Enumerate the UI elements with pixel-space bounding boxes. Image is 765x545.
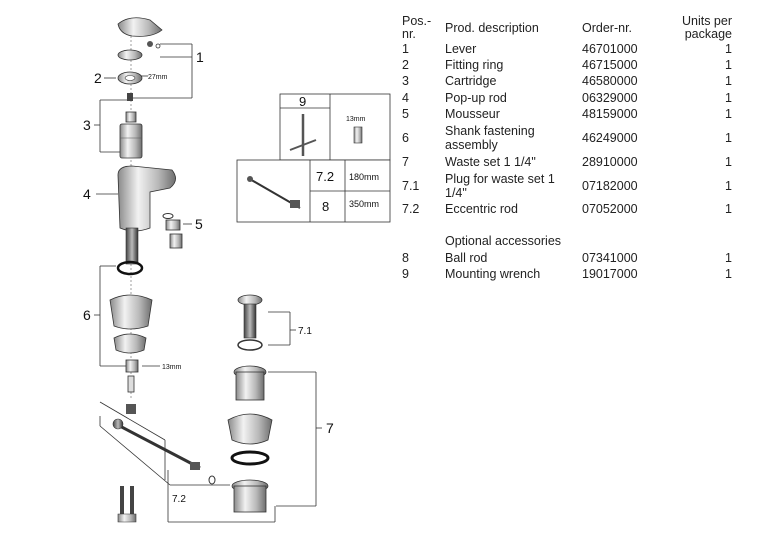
inset-wrench-number: 9	[299, 94, 306, 109]
callout-7: 7	[326, 420, 334, 436]
cell-order: 07182000	[582, 178, 638, 193]
callout-1: 1	[196, 49, 204, 65]
table-row: 6 Shank fastening assembly 46249000 1	[402, 123, 732, 154]
table-row: 2 Fitting ring 46715000 1	[402, 57, 732, 73]
faucet-body-part	[117, 165, 176, 265]
cell-order: 19017000	[582, 267, 638, 282]
cell-pos: 7.2	[402, 202, 420, 217]
mousseur-part	[162, 213, 183, 249]
cell-pos: 6	[402, 131, 409, 146]
parts-table: Pos.- nr. Prod. description Order-nr. Un…	[402, 15, 732, 283]
cell-desc: Mousseur	[445, 107, 500, 122]
cell-order: 46249000	[582, 131, 638, 146]
table-row: 8 Ball rod 07341000 1	[402, 250, 732, 266]
table-row: 7.1 Plug for waste set 1 1/4" 07182000 1	[402, 170, 732, 201]
optional-accessories-heading: Optional accessories	[445, 234, 562, 249]
cell-order: 46715000	[582, 58, 638, 73]
cell-units: 1	[725, 41, 732, 56]
plug-part	[237, 294, 263, 351]
table-row: 1 Lever 46701000 1	[402, 41, 732, 57]
inset-rods-box: 7.2 180mm 8 350mm	[236, 159, 391, 223]
cell-units: 1	[725, 178, 732, 193]
cell-order: 06329000	[582, 90, 638, 105]
inset-rod-pos-1: 7.2	[316, 169, 334, 184]
callout-6: 6	[83, 307, 91, 323]
fitting-ring-part	[117, 49, 143, 85]
cell-units: 1	[725, 107, 732, 122]
cell-units: 1	[725, 90, 732, 105]
callout-5: 5	[195, 216, 203, 232]
cell-order: 28910000	[582, 154, 638, 169]
cell-pos: 1	[402, 41, 409, 56]
cell-units: 1	[725, 250, 732, 265]
header-pos: Pos.- nr.	[402, 14, 432, 41]
linkage-part	[112, 404, 216, 523]
cell-pos: 7	[402, 154, 409, 169]
table-row: 3 Cartridge 46580000 1	[402, 74, 732, 90]
table-row: 7.2 Eccentric rod 07052000 1	[402, 201, 732, 217]
shank-assembly-part	[109, 260, 153, 393]
cell-order: 48159000	[582, 107, 638, 122]
cell-units: 1	[725, 58, 732, 73]
dim-shank: 13mm	[162, 364, 182, 371]
cell-order: 46580000	[582, 74, 638, 89]
cell-pos: 5	[402, 107, 409, 122]
cell-desc: Waste set 1 1/4"	[445, 154, 536, 169]
cell-desc: Shank fastening assembly	[445, 124, 535, 153]
inset-wrench-box: 9 13mm	[279, 93, 391, 161]
optional-heading-row: Optional accessories	[402, 234, 732, 250]
cell-desc: Mounting wrench	[445, 267, 541, 282]
dim-ring: 27mm	[148, 74, 168, 81]
table-row: 4 Pop-up rod 06329000 1	[402, 90, 732, 106]
cell-pos: 8	[402, 250, 409, 265]
cell-desc: Lever	[445, 41, 477, 56]
cell-units: 1	[725, 154, 732, 169]
cell-desc: Ball rod	[445, 250, 488, 265]
cell-units: 1	[725, 74, 732, 89]
cell-order: 07341000	[582, 250, 638, 265]
callout-7-2: 7.2	[172, 494, 186, 505]
cell-units: 1	[725, 267, 732, 282]
dim-wrench: 13mm	[346, 116, 366, 123]
cell-desc: Pop-up rod	[445, 90, 507, 105]
cell-desc: Plug for waste set 1 1/4"	[445, 171, 555, 200]
cell-order: 46701000	[582, 41, 638, 56]
exploded-view-diagram: 1 2 3 4 5 6 7 7.1 7.2 27mm 13mm 9 13mm 7…	[83, 17, 391, 523]
table-row: 5 Mousseur 48159000 1	[402, 107, 732, 123]
table-row: 9 Mounting wrench 19017000 1	[402, 267, 732, 283]
waste-set-part	[227, 365, 273, 513]
cell-desc: Cartridge	[445, 74, 497, 89]
inset-rod-pos-2: 8	[322, 199, 329, 214]
cell-order: 07052000	[582, 202, 638, 217]
cell-pos: 3	[402, 74, 409, 89]
spacer-row	[402, 218, 732, 234]
cell-desc: Eccentric rod	[445, 202, 518, 217]
cartridge-part	[119, 93, 143, 159]
callout-4: 4	[83, 186, 91, 202]
cell-pos: 4	[402, 90, 409, 105]
callout-2: 2	[94, 70, 102, 86]
lever-part	[117, 17, 163, 49]
cell-pos: 2	[402, 58, 409, 73]
callout-3: 3	[83, 117, 91, 133]
inset-rod-length-1: 180mm	[349, 172, 379, 182]
cell-pos: 9	[402, 267, 409, 282]
header-units: Units per package	[681, 14, 732, 41]
table-row: 7 Waste set 1 1/4" 28910000 1	[402, 154, 732, 170]
header-order: Order-nr.	[582, 20, 633, 35]
cell-desc: Fitting ring	[445, 58, 504, 73]
inset-rod-length-2: 350mm	[349, 199, 379, 209]
cell-units: 1	[725, 131, 732, 146]
header-desc: Prod. description	[445, 20, 539, 35]
callout-7-1: 7.1	[298, 326, 312, 337]
cell-units: 1	[725, 202, 732, 217]
cell-pos: 7.1	[402, 178, 420, 193]
